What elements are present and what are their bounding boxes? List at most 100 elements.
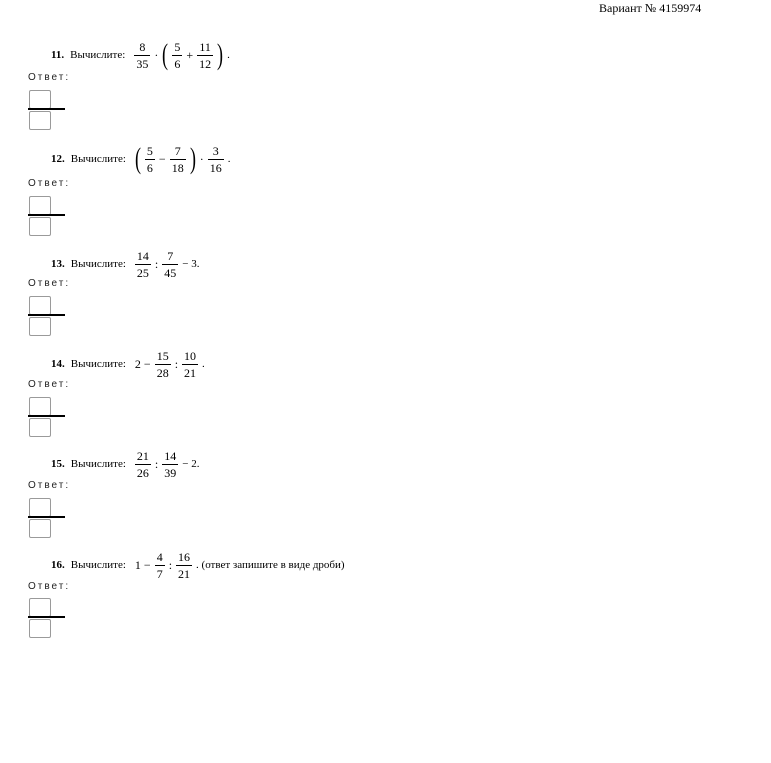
variant-number: Вариант № 4159974 <box>599 1 702 15</box>
fraction-bar <box>28 516 65 518</box>
answer-label: Ответ: <box>28 379 71 390</box>
denominator: 6 <box>172 54 183 71</box>
task-number: 12. <box>51 153 65 165</box>
answer-denominator-input[interactable] <box>29 111 51 130</box>
denominator: 45 <box>162 263 179 280</box>
task-end: . <box>202 358 205 370</box>
answer-numerator-input[interactable] <box>29 90 51 109</box>
fraction-bar <box>28 415 65 417</box>
answer-denominator-input[interactable] <box>29 519 51 538</box>
numerator: 5 <box>174 39 181 54</box>
operator: − <box>158 151 166 166</box>
denominator: 26 <box>134 463 151 480</box>
task-number: 11. <box>51 49 65 61</box>
answer-fraction-input <box>28 397 65 437</box>
denominator: 7 <box>154 564 165 581</box>
answer-label: Ответ: <box>28 480 71 491</box>
answer-fraction-input <box>28 498 65 538</box>
operator: · <box>154 47 159 62</box>
numerator: 8 <box>139 39 146 54</box>
task-tail: . (ответ запишите в виде дроби) <box>196 559 345 571</box>
denominator: 25 <box>134 263 151 280</box>
denominator: 39 <box>162 463 179 480</box>
operator: · <box>199 151 204 166</box>
leading-term: 1 − <box>134 557 151 572</box>
denominator: 35 <box>134 54 151 71</box>
answer-denominator-input[interactable] <box>29 619 51 638</box>
answer-label: Ответ: <box>28 72 71 83</box>
task-number: 16. <box>51 559 65 571</box>
left-paren: ( <box>162 38 169 71</box>
answer-numerator-input[interactable] <box>29 296 51 315</box>
answer-numerator-input[interactable] <box>29 397 51 416</box>
task-instruction: Вычислите: <box>70 49 126 61</box>
task-instruction: Вычислите: <box>70 358 126 370</box>
task-end: . <box>227 153 231 165</box>
numerator: 7 <box>174 143 181 158</box>
answer-numerator-input[interactable] <box>29 598 51 617</box>
task-instruction: Вычислите: <box>70 153 126 165</box>
answer-denominator-input[interactable] <box>29 217 51 236</box>
answer-fraction-input <box>28 90 65 130</box>
numerator: 5 <box>146 143 153 158</box>
numerator: 7 <box>167 248 174 263</box>
answer-numerator-input[interactable] <box>29 498 51 517</box>
task-instruction: Вычислите: <box>70 458 126 470</box>
numerator: 10 <box>184 348 197 363</box>
task-end: . <box>227 49 230 61</box>
left-paren: ( <box>134 142 141 175</box>
operator: : <box>154 256 159 271</box>
answer-denominator-input[interactable] <box>29 418 51 437</box>
task-instruction: Вычислите: <box>70 559 126 571</box>
denominator: 6 <box>144 158 155 175</box>
numerator: 3 <box>212 143 219 158</box>
denominator: 12 <box>197 54 214 71</box>
answer-fraction-input <box>28 296 65 336</box>
operator: : <box>174 356 179 371</box>
answer-label: Ответ: <box>28 581 71 592</box>
numerator: 4 <box>156 549 163 564</box>
task-number: 15. <box>51 458 65 470</box>
answer-fraction-input <box>28 196 65 236</box>
fraction-bar <box>28 108 65 110</box>
numerator: 14 <box>164 448 177 463</box>
answer-denominator-input[interactable] <box>29 317 51 336</box>
answer-fraction-input <box>28 598 65 638</box>
numerator: 15 <box>156 348 169 363</box>
task-instruction: Вычислите: <box>70 258 126 270</box>
fraction-bar <box>28 214 65 216</box>
denominator: 21 <box>182 363 199 380</box>
numerator: 14 <box>136 248 149 263</box>
right-paren: ) <box>189 142 196 175</box>
numerator: 11 <box>199 39 211 54</box>
numerator: 16 <box>178 549 191 564</box>
operator: : <box>168 557 173 572</box>
operator: + <box>186 47 194 62</box>
task-tail: − 2. <box>182 458 200 470</box>
answer-numerator-input[interactable] <box>29 196 51 215</box>
task-number: 13. <box>51 258 65 270</box>
denominator: 16 <box>207 158 224 175</box>
task-tail: − 3. <box>182 258 200 270</box>
leading-term: 2 − <box>134 356 151 371</box>
